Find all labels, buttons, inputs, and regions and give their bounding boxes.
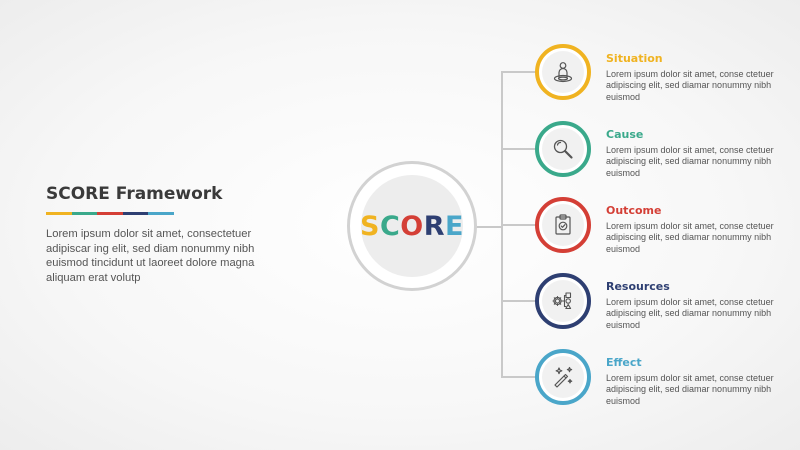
underline-segment-2 <box>71 212 98 215</box>
item-desc-situation: Lorem ipsum dolor sit amet, conse ctetue… <box>606 69 774 102</box>
connector-horizontal-main <box>476 226 503 228</box>
item-resources: Resources Lorem ipsum dolor sit amet, co… <box>606 280 796 331</box>
center-letter-e: E <box>445 210 464 242</box>
item-effect: Effect Lorem ipsum dolor sit amet, conse… <box>606 356 796 407</box>
underline-segment-1 <box>46 212 72 215</box>
person-on-platform-icon <box>553 62 573 83</box>
center-letter-s: S <box>360 210 380 242</box>
item-desc-resources: Lorem ipsum dolor sit amet, conse ctetue… <box>606 297 774 330</box>
item-title-effect: Effect <box>606 356 642 369</box>
node-situation <box>535 44 591 100</box>
node-outcome <box>535 197 591 253</box>
center-letter-r: R <box>423 210 446 242</box>
item-title-outcome: Outcome <box>606 204 662 217</box>
node-cause <box>535 121 591 177</box>
clipboard-check-icon <box>555 214 571 235</box>
item-outcome: Outcome Lorem ipsum dolor sit amet, cons… <box>606 204 796 255</box>
connector-branch-resources <box>501 300 537 302</box>
item-desc-cause: Lorem ipsum dolor sit amet, conse ctetue… <box>606 145 774 178</box>
item-title-situation: Situation <box>606 52 663 65</box>
center-letter-c: C <box>379 210 401 242</box>
magnifier-icon <box>553 139 573 159</box>
page-description: Lorem ipsum dolor sit amet, consectetuer… <box>46 228 255 284</box>
center-letter-o: O <box>400 210 424 242</box>
underline-segment-4 <box>122 212 149 215</box>
node-resources <box>535 273 591 329</box>
item-situation: Situation Lorem ipsum dolor sit amet, co… <box>606 52 796 103</box>
title-block: SCORE Framework Lorem ipsum dolor sit am… <box>46 184 296 285</box>
connector-branch-situation <box>501 71 537 73</box>
item-cause: Cause Lorem ipsum dolor sit amet, conse … <box>606 128 796 179</box>
gear-flow-icon <box>552 292 572 310</box>
underline-segment-3 <box>97 212 123 215</box>
connector-branch-effect <box>501 376 537 378</box>
connector-branch-outcome <box>501 224 537 226</box>
connector-branch-cause <box>501 148 537 150</box>
page-title: SCORE Framework <box>46 184 223 204</box>
node-effect <box>535 349 591 405</box>
item-desc-effect: Lorem ipsum dolor sit amet, conse ctetue… <box>606 373 774 406</box>
underline-segment-5 <box>148 212 174 215</box>
magic-wand-icon <box>554 366 573 388</box>
item-title-resources: Resources <box>606 280 670 293</box>
item-desc-outcome: Lorem ipsum dolor sit amet, conse ctetue… <box>606 221 774 254</box>
item-title-cause: Cause <box>606 128 644 141</box>
center-hub-inner <box>361 175 463 277</box>
title-underline <box>46 212 174 215</box>
